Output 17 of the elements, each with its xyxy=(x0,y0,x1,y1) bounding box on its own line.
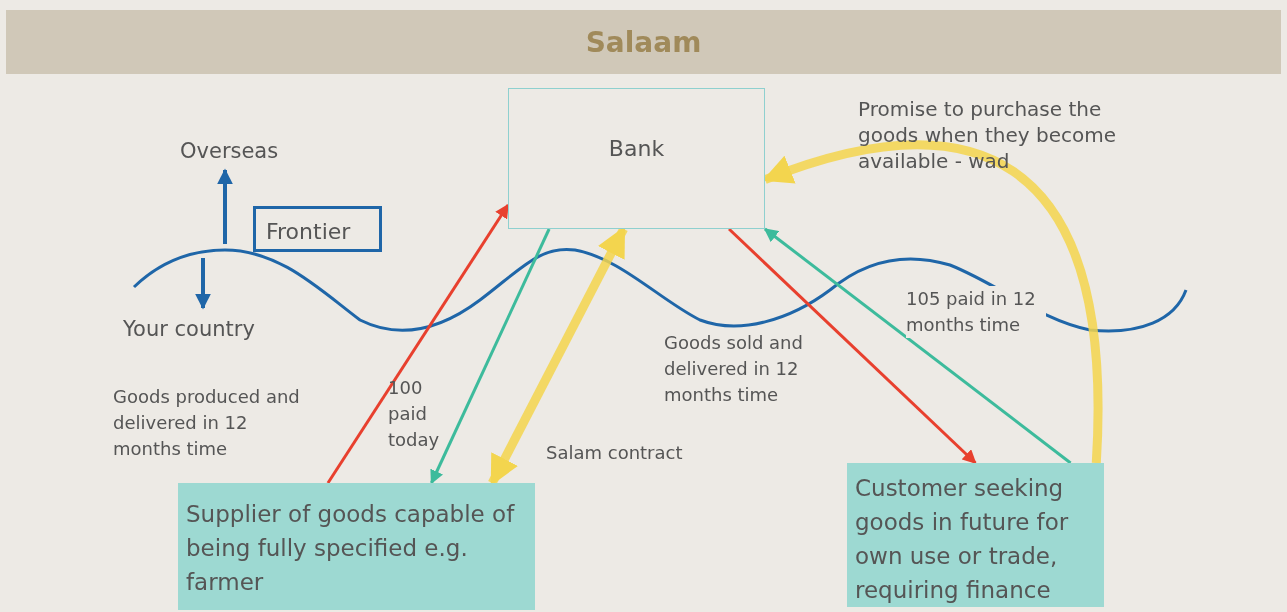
bank-box: Bank xyxy=(508,88,765,229)
region-label: Overseas xyxy=(180,138,279,164)
frontier-box: Frontier xyxy=(253,206,382,252)
title: Salaam xyxy=(585,26,702,59)
arrow xyxy=(763,227,1072,465)
customer-box: Customer seeking goods in future for own use or trade, requiring finance xyxy=(847,463,1104,607)
arrow xyxy=(728,227,977,465)
arrow xyxy=(326,203,510,484)
edge-label: Promise to purchase the goods when they become available - wad xyxy=(858,96,1118,174)
arrow xyxy=(430,228,551,485)
supplier-box: Supplier of goods capable of being fully specified e.g. farmer xyxy=(178,483,535,610)
edge-label: Goods sold and delivered in 12 months time xyxy=(664,331,804,407)
edge-label: Salam contract xyxy=(546,441,684,465)
region-label: Your country xyxy=(123,316,255,342)
edge-label: 105 paid in 12 months time xyxy=(906,286,1046,338)
edge-label: 100 paid today xyxy=(388,376,441,452)
edge-label: Goods produced and delivered in 12 months time xyxy=(113,385,301,461)
